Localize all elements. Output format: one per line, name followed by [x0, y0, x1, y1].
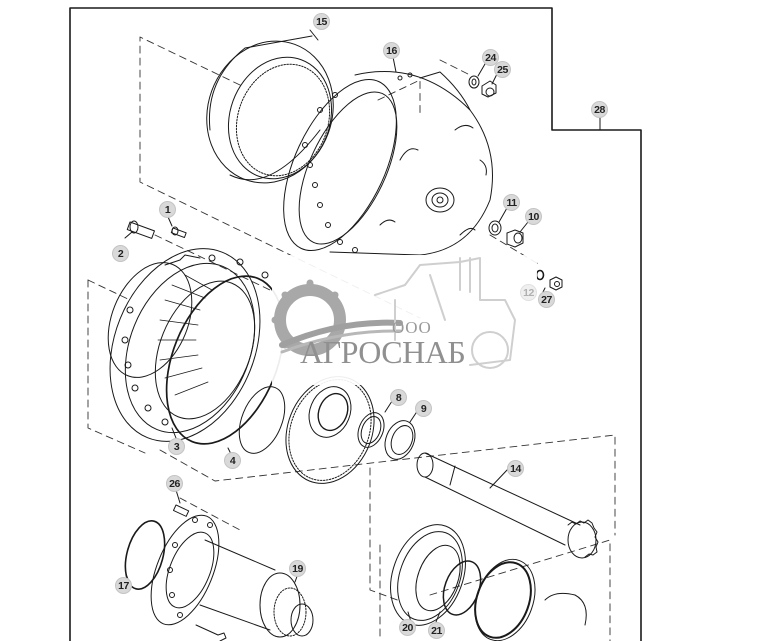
watermark-graphic [271, 255, 537, 385]
callout-4[interactable]: 4 [224, 452, 241, 469]
callout-3[interactable]: 3 [168, 438, 185, 455]
callout-21[interactable]: 21 [428, 622, 445, 639]
callout-17[interactable]: 17 [115, 577, 132, 594]
part-19-spindle [124, 489, 314, 641]
callout-24[interactable]: 24 [482, 49, 499, 66]
assembly-frame [69, 7, 642, 641]
parts-8-9-rings [357, 397, 419, 460]
callout-10[interactable]: 10 [525, 208, 542, 225]
callout-28[interactable]: 28 [591, 101, 608, 118]
part-14-shaft [416, 452, 599, 559]
callout-16[interactable]: 16 [383, 42, 400, 59]
callout-15[interactable]: 15 [313, 13, 330, 30]
callout-25[interactable]: 25 [494, 61, 511, 78]
callout-2[interactable]: 2 [112, 245, 129, 262]
parts-1-2-bolts [124, 209, 187, 239]
parts-20-21-seals [390, 524, 587, 641]
callout-11[interactable]: 11 [503, 194, 520, 211]
callout-9[interactable]: 9 [415, 400, 432, 417]
callout-8[interactable]: 8 [390, 389, 407, 406]
callout-14[interactable]: 14 [507, 460, 524, 477]
callout-1[interactable]: 1 [159, 201, 176, 218]
part-3-hub [107, 248, 269, 442]
alignment-guides [87, 36, 616, 641]
part-15-ring-gear [206, 29, 334, 184]
callout-26[interactable]: 26 [166, 475, 183, 492]
callout-27[interactable]: 27 [538, 291, 555, 308]
callout-12[interactable]: 12 [520, 284, 537, 301]
part-16-housing [283, 51, 493, 256]
callout-19[interactable]: 19 [289, 560, 306, 577]
callout-20[interactable]: 20 [399, 619, 416, 636]
watermark-name: АГРОСНАБ [300, 334, 466, 370]
watermark-prefix: ООО [392, 318, 432, 337]
